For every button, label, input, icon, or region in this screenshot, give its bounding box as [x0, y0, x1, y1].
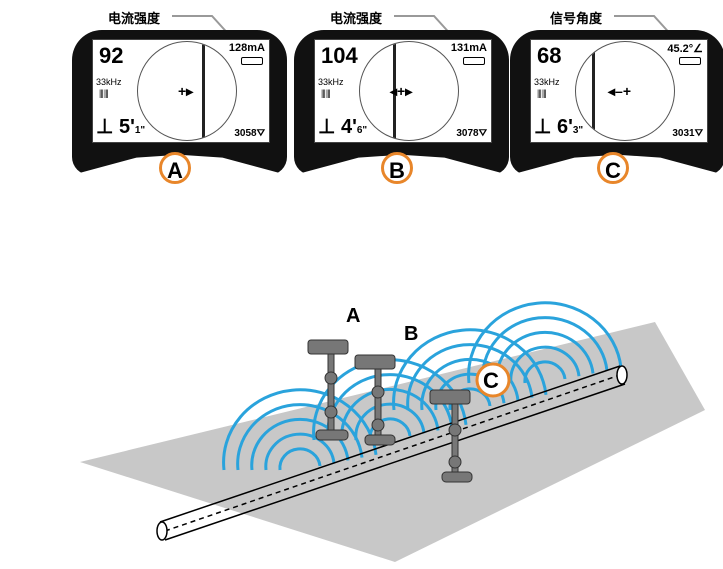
field-arc — [278, 447, 322, 471]
pipe-end — [156, 521, 168, 541]
field-arc — [368, 417, 412, 441]
coil-icon: ⦀⦀ — [99, 89, 109, 101]
direction-arrow-icon: ◂+▸ — [390, 83, 413, 99]
badge-c: C — [597, 152, 629, 184]
signal-strength: 68 — [537, 43, 562, 68]
field-arc — [340, 387, 440, 441]
depth-feet: 5 — [118, 116, 131, 138]
pipe-end — [616, 365, 628, 385]
coil-icon: ⦀⦀ — [321, 89, 331, 101]
frequency: 33kHz — [96, 77, 122, 87]
scene-label-b: B — [404, 323, 418, 345]
display-panel-b: 电流强度 ◂+▸ 104 131mA 33kHz ⦀⦀ ⊥ 4'6" 3078⛛… — [294, 0, 509, 190]
locator-b — [354, 354, 396, 446]
scene-label-c: C — [483, 368, 499, 393]
count-value: 3058 — [234, 128, 257, 139]
scene-label-a: A — [346, 305, 360, 327]
field-arc — [495, 330, 595, 384]
cable-line — [393, 42, 396, 140]
cable-line — [592, 42, 595, 140]
count: 3078⛛ — [456, 128, 487, 139]
field-arc — [406, 343, 534, 411]
depth-feet: 4 — [340, 116, 353, 138]
cable-line — [202, 42, 205, 140]
panel-title: 信号角度 — [550, 11, 603, 26]
compass-circle: ◂+▸ — [359, 41, 459, 141]
count-value: 3031 — [672, 128, 695, 139]
count: 3058⛛ — [234, 128, 265, 139]
pipe-bottom — [164, 383, 626, 541]
field-arc — [523, 360, 567, 384]
depth-inches: 6" — [356, 125, 368, 136]
depth-feet: 6 — [556, 116, 569, 138]
current-reading: 131mA — [450, 42, 487, 54]
battery-icon — [241, 57, 263, 65]
locator-c — [429, 389, 473, 483]
depth-inches: 3" — [572, 125, 584, 136]
display-screen: ◂–+ 68 45.2°∠ 33kHz ⦀⦀ ⊥ 6'3" 3031⛛ — [530, 39, 708, 143]
signal-strength: 92 — [99, 43, 124, 68]
badge-b: B — [381, 152, 413, 184]
frequency: 33kHz — [318, 77, 344, 87]
field-arcs — [222, 301, 623, 471]
direction-arrow-icon: ◂–+ — [608, 83, 631, 99]
depth: ⊥ 5'1" — [96, 116, 146, 138]
field-arc — [481, 316, 609, 384]
field-arc — [222, 388, 378, 471]
display-screen: ◂+▸ 104 131mA 33kHz ⦀⦀ ⊥ 4'6" 3078⛛ — [314, 39, 492, 143]
scene-badge-c — [475, 362, 511, 398]
count-value: 3078 — [456, 128, 479, 139]
field-arc — [264, 432, 336, 471]
badge-a: A — [159, 152, 191, 184]
angle-reading: 45.2°∠ — [667, 43, 703, 55]
locator-a — [307, 339, 349, 441]
depth: ⊥ 6'3" — [534, 116, 584, 138]
display-screen: +▸ 92 128mA 33kHz ⦀⦀ ⊥ 5'1" 3058⛛ — [92, 39, 270, 143]
field-arc — [509, 345, 581, 384]
compass-circle: ◂–+ — [575, 41, 675, 141]
depth: ⊥ 4'6" — [318, 116, 368, 138]
field-arc — [354, 402, 426, 441]
direction-arrow-icon: +▸ — [178, 83, 194, 99]
field-arc — [236, 403, 364, 471]
panel-title: 电流强度 — [330, 11, 383, 26]
compass-circle: +▸ — [137, 41, 237, 141]
field-arc — [467, 301, 623, 384]
coil-icon: ⦀⦀ — [537, 89, 547, 101]
signal-strength: 104 — [321, 43, 358, 68]
pipe-centerline — [164, 374, 621, 532]
panel-title: 电流强度 — [108, 11, 161, 26]
current-reading: 128mA — [228, 42, 265, 54]
frequency: 33kHz — [534, 77, 560, 87]
battery-icon — [679, 57, 701, 65]
count: 3031⛛ — [672, 128, 703, 139]
battery-icon — [463, 57, 485, 65]
depth-inches: 1" — [134, 125, 146, 136]
display-panel-a: 电流强度 +▸ 92 128mA 33kHz ⦀⦀ ⊥ 5'1" 3058⛛ A — [72, 0, 287, 190]
display-panel-c: 信号角度 ◂–+ 68 45.2°∠ 33kHz ⦀⦀ ⊥ 6'3" 3031⛛… — [510, 0, 723, 190]
field-arc — [250, 417, 350, 471]
